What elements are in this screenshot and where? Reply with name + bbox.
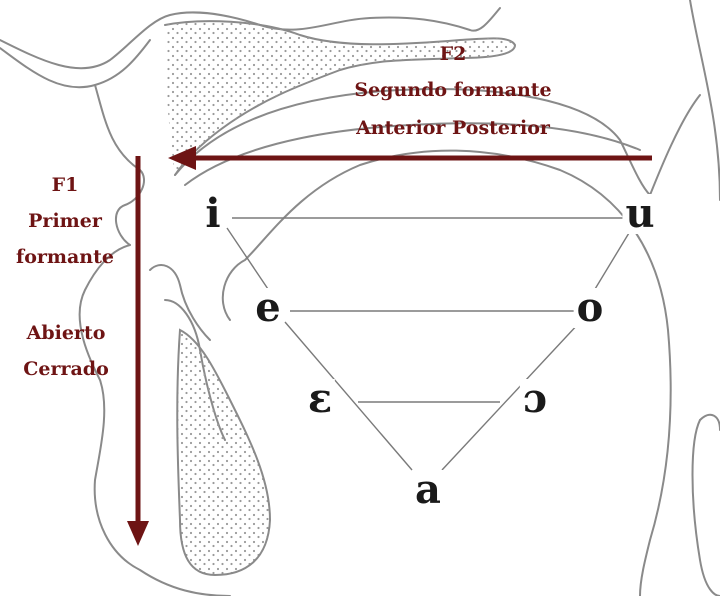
pharynx-back-outline: [691, 419, 720, 596]
vowel-e: e: [252, 288, 284, 328]
vowel-open-e: ɛ: [304, 379, 336, 419]
upper-lip-outline: [94, 84, 145, 246]
f2-name: Segundo formante: [354, 79, 552, 101]
vowel-open-o: ɔ: [519, 379, 551, 419]
vowel-u: u: [622, 194, 658, 234]
lower-jaw-outline: [149, 264, 211, 341]
line-i-e: [226, 227, 273, 296]
f2-range: Anterior Posterior: [356, 117, 550, 139]
head-outline: [0, 39, 151, 89]
f1-title: F1: [51, 174, 79, 196]
tongue-outline: [221, 149, 672, 596]
palate-outline: [174, 88, 701, 196]
pharynx-wall-outline: [689, 0, 720, 201]
upper-jaw-bone: [165, 21, 515, 175]
f1-arrow: [127, 156, 149, 546]
f1-open-label: Abierto: [26, 322, 106, 344]
lower-jaw-bone: [176, 328, 272, 577]
line-o-a: [441, 321, 581, 471]
vowel-a: a: [412, 470, 444, 510]
epiglottis-outline: [699, 413, 720, 431]
line-u-o: [591, 227, 633, 295]
f2-title: F2: [439, 43, 467, 65]
lower-lip-outline: [78, 244, 231, 596]
vowel-i: i: [202, 194, 224, 234]
vowel-o: o: [573, 288, 607, 328]
f1-name-line1: Primer: [28, 210, 102, 232]
f1-name-line2: formante: [16, 246, 114, 268]
vowel-trapezoid: [226, 217, 633, 471]
line-e-a: [284, 321, 413, 471]
f1-closed-label: Cerrado: [23, 358, 109, 380]
f2-arrow: [168, 146, 652, 170]
